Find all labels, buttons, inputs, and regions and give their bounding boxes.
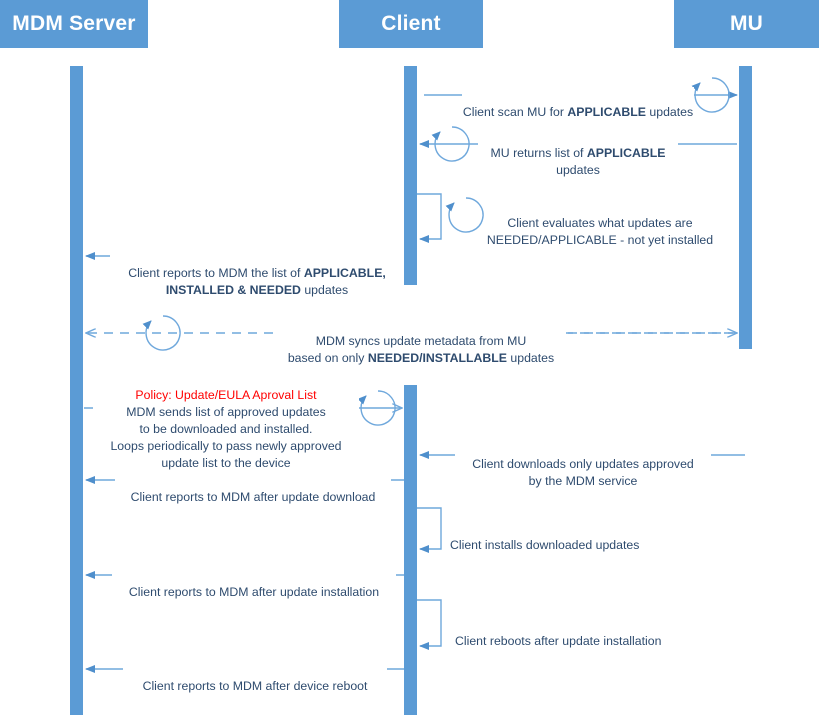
actor-header-mdm-server[interactable]: MDM Server xyxy=(0,0,148,48)
arrow-msg-client-installs[interactable] xyxy=(417,507,442,553)
actor-header-mu[interactable]: MU xyxy=(674,0,819,48)
label-text-msg-mu-returns: MU returns list of APPLICABLE updates xyxy=(490,146,666,177)
arrow-msg-client-evaluates[interactable] xyxy=(417,193,484,243)
label-msg-report-installation: Client reports to MDM after update insta… xyxy=(112,567,396,601)
actor-label-mdm-server: MDM Server xyxy=(12,12,136,35)
label-msg-client-reports-list: Client reports to MDM the list of APPLIC… xyxy=(110,248,404,299)
label-text-msg-client-downloads: Client downloads only updates approved b… xyxy=(472,457,694,488)
label-text-msg-report-download: Client reports to MDM after update downl… xyxy=(130,490,376,504)
label-msg-client-downloads: Client downloads only updates approved b… xyxy=(455,439,711,490)
lifeline-client-lower xyxy=(404,385,417,715)
label-text-msg-client-installs: Client installs downloaded updates xyxy=(450,538,640,552)
label-msg-client-installs: Client installs downloaded updates xyxy=(450,520,680,554)
loop-icon-mdm-syncs xyxy=(142,315,181,351)
loop-icon-mu-returns xyxy=(431,126,470,162)
loop-icon-mdm-sends-approved xyxy=(357,390,396,426)
label-msg-client-evaluates: Client evaluates what updates are NEEDED… xyxy=(480,198,720,249)
label-text-msg-scan-mu: Client scan MU for APPLICABLE updates xyxy=(462,105,694,119)
label-policy-mdm-sends-approved: Policy: Update/EULA Aproval List xyxy=(135,388,317,402)
actor-label-mu: MU xyxy=(729,12,764,35)
label-text-msg-mdm-sends-approved: MDM sends list of approved updates to be… xyxy=(110,405,342,470)
actor-header-client[interactable]: Client xyxy=(339,0,483,48)
label-msg-mdm-syncs: MDM syncs update metadata from MU based … xyxy=(276,316,566,367)
label-msg-report-reboot: Client reports to MDM after device reboo… xyxy=(123,661,387,695)
label-msg-client-reboots: Client reboots after update installation xyxy=(455,616,687,650)
label-text-msg-client-reports-list: Client reports to MDM the list of APPLIC… xyxy=(128,266,386,297)
label-text-msg-client-evaluates: Client evaluates what updates are NEEDED… xyxy=(486,216,714,247)
label-msg-mu-returns: MU returns list of APPLICABLE updates xyxy=(478,128,678,179)
actor-label-client: Client xyxy=(381,12,441,35)
label-msg-scan-mu: Client scan MU for APPLICABLE updates xyxy=(462,87,694,121)
lifeline-client-upper xyxy=(404,66,417,285)
label-msg-report-download: Client reports to MDM after update downl… xyxy=(115,472,391,506)
label-text-msg-report-installation: Client reports to MDM after update insta… xyxy=(128,585,380,599)
loop-icon-client-evaluates xyxy=(445,197,484,233)
lifeline-mdm-server xyxy=(70,66,83,715)
loop-icon-scan-mu xyxy=(691,77,730,113)
lifeline-mu xyxy=(739,66,752,349)
label-text-msg-mdm-syncs: MDM syncs update metadata from MU based … xyxy=(287,334,555,365)
label-text-msg-client-reboots: Client reboots after update installation xyxy=(455,634,662,648)
label-text-msg-report-reboot: Client reports to MDM after device reboo… xyxy=(142,679,368,693)
arrow-msg-client-reboots[interactable] xyxy=(417,599,442,650)
